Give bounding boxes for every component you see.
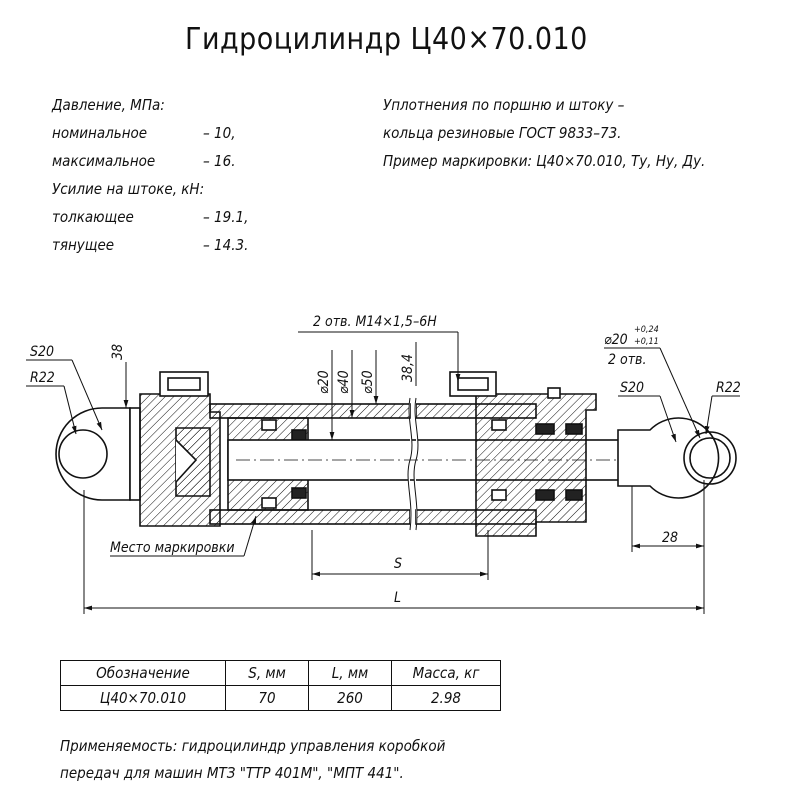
port-height-label: 38,4 <box>400 354 416 382</box>
eye-height-label: 38 <box>110 344 126 360</box>
left-eye-lug <box>55 407 131 501</box>
marking-place-label: Место маркировки <box>110 540 235 556</box>
table-cell: Ц40×70.010 <box>60 685 226 711</box>
pressure-header: Давление, МПа: <box>52 96 165 114</box>
right-thickness-label: S20 <box>620 380 644 396</box>
pull-value: – 14.3. <box>203 236 249 254</box>
pull-label: тянущее <box>52 236 115 254</box>
front-gland <box>475 393 597 537</box>
seal-note: Уплотнения по поршню и штоку – <box>383 96 625 114</box>
table-cell: 70 <box>225 685 309 711</box>
nominal-value: – 10, <box>203 124 236 142</box>
rod-diameter-label: ⌀20 <box>316 370 332 394</box>
bore-diameter-label: ⌀40 <box>336 370 352 394</box>
eye-offset-label: 28 <box>662 530 678 546</box>
table-header: Масса, кг <box>391 660 501 686</box>
push-value: – 19.1, <box>203 208 249 226</box>
table-row: Ц40×70.010 70 260 2.98 <box>60 685 501 711</box>
force-header: Усилие на штоке, кН: <box>52 180 205 198</box>
length-label: L <box>394 590 401 606</box>
right-radius-label: R22 <box>716 380 741 396</box>
cylinder-tube-bottom <box>209 509 411 525</box>
hole-tolerance-upper: +0,24 <box>634 325 659 335</box>
table-header: Обозначение <box>60 660 226 686</box>
port-thread-label: 2 отв. М14×1,5–6Н <box>313 314 437 330</box>
table-header: S, мм <box>225 660 309 686</box>
right-eye-hole <box>683 431 737 485</box>
push-label: толкающее <box>52 208 134 226</box>
table-header-row: Обозначение S, мм L, мм Масса, кг <box>60 660 501 686</box>
hole-diameter-label: ⌀20 <box>604 332 628 348</box>
left-radius-label: R22 <box>30 370 55 386</box>
left-eye-hole <box>58 429 108 479</box>
table-header: L, мм <box>308 660 392 686</box>
applicability-machines: передач для машин МТЗ "ТТР 401М", "МПТ 4… <box>60 764 404 782</box>
left-thickness-label: S20 <box>30 344 54 360</box>
table-cell: 2.98 <box>391 685 501 711</box>
hole-tolerance-lower: +0,11 <box>634 337 659 347</box>
max-value: – 16. <box>203 152 236 170</box>
hole-count-label: 2 отв. <box>608 352 646 368</box>
table-cell: 260 <box>308 685 392 711</box>
parameters-table: Обозначение S, мм L, мм Масса, кг Ц40×70… <box>60 660 501 711</box>
right-eye-lug <box>617 417 720 499</box>
marking-example-note: Пример маркировки: Ц40×70.010, Ту, Ну, Д… <box>383 152 706 170</box>
max-label: максимальное <box>52 152 156 170</box>
seal-standard-note: кольца резиновые ГОСТ 9833–73. <box>383 124 622 142</box>
nominal-label: номинальное <box>52 124 148 142</box>
cylinder-drawing: 2 отв. М14×1,5–6Н ⌀20 ⌀40 ⌀50 38,4 38 S2… <box>26 314 741 614</box>
tube-diameter-label: ⌀50 <box>360 370 376 394</box>
applicability-note: Применяемость: гидроцилиндр управления к… <box>60 737 446 755</box>
cylinder-tube-top <box>209 403 411 419</box>
drawing-title: Гидроцилиндр Ц40×70.010 <box>185 22 588 57</box>
stroke-label: S <box>394 556 402 572</box>
